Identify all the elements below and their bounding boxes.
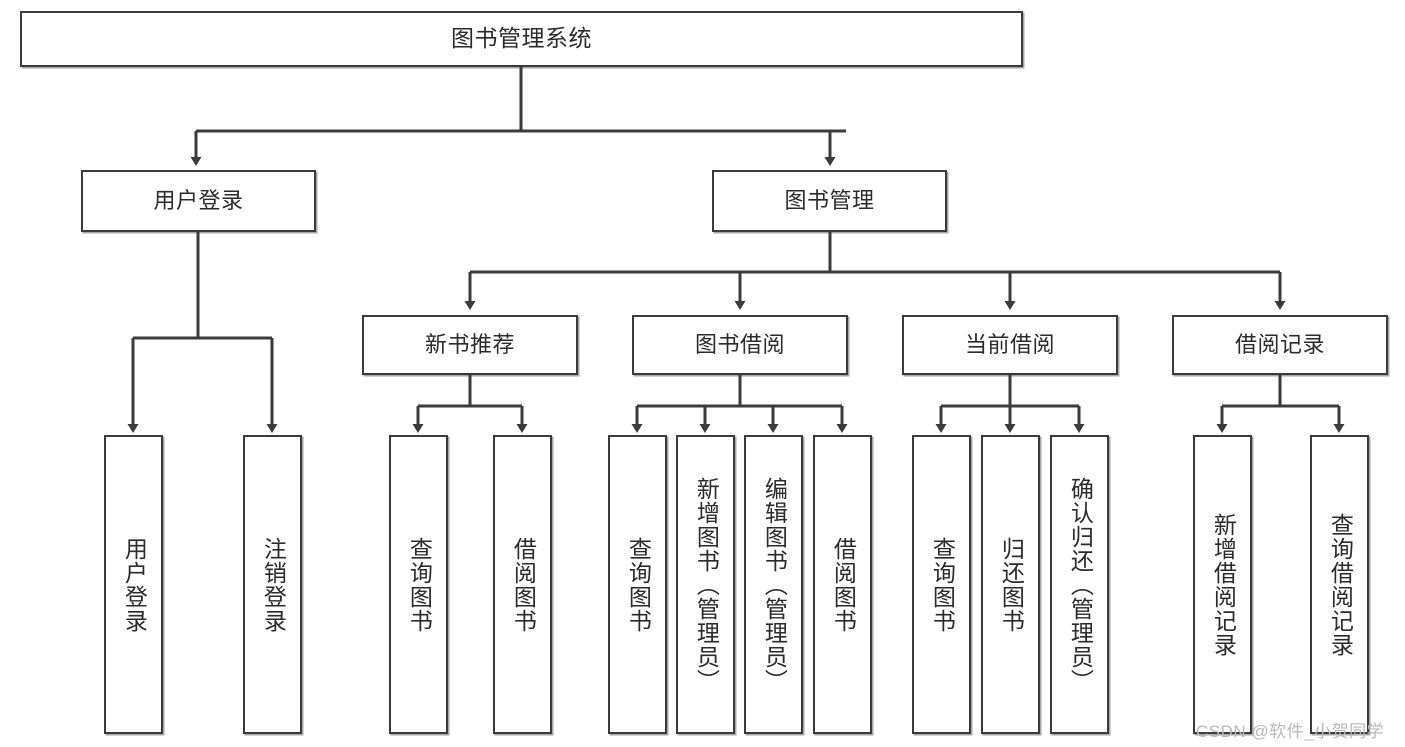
node-current-borrow[interactable]: 当前借阅 xyxy=(902,315,1118,375)
node-book-manage-label: 图书管理 xyxy=(784,187,875,213)
node-leaf-user-login-label: 用户登录 xyxy=(121,536,148,633)
node-borrow-record[interactable]: 借阅记录 xyxy=(1172,315,1388,375)
node-user-login-label: 用户登录 xyxy=(153,187,244,213)
node-leaf-query-book-3[interactable]: 查询图书 xyxy=(912,435,971,734)
node-leaf-edit-book[interactable]: 编辑图书（管理员） xyxy=(744,435,803,734)
node-leaf-add-record-label: 新增借阅记录 xyxy=(1210,512,1237,657)
node-leaf-logout-login-label: 注销登录 xyxy=(260,536,287,633)
node-leaf-query-record[interactable]: 查询借阅记录 xyxy=(1310,435,1369,734)
node-root[interactable]: 图书管理系统 xyxy=(20,11,1023,67)
node-leaf-confirm-return[interactable]: 确认归还（管理员） xyxy=(1050,435,1109,734)
node-leaf-confirm-return-label: 确认归还（管理员） xyxy=(1067,476,1094,693)
node-borrow-record-label: 借阅记录 xyxy=(1234,331,1325,357)
node-book-borrow[interactable]: 图书借阅 xyxy=(632,315,848,375)
node-book-borrow-label: 图书借阅 xyxy=(694,331,785,357)
node-leaf-edit-book-label: 编辑图书（管理员） xyxy=(761,476,788,693)
node-book-manage[interactable]: 图书管理 xyxy=(712,170,947,232)
node-leaf-return-book[interactable]: 归还图书 xyxy=(981,435,1040,734)
node-leaf-user-login[interactable]: 用户登录 xyxy=(104,435,163,734)
node-leaf-return-book-label: 归还图书 xyxy=(998,536,1025,633)
node-leaf-add-book[interactable]: 新增图书（管理员） xyxy=(676,435,735,734)
node-leaf-query-book-1-label: 查询图书 xyxy=(406,536,433,633)
node-leaf-add-record[interactable]: 新增借阅记录 xyxy=(1193,435,1252,734)
node-leaf-borrow-book-1[interactable]: 借阅图书 xyxy=(493,435,552,734)
node-leaf-logout-login[interactable]: 注销登录 xyxy=(243,435,302,734)
node-root-label: 图书管理系统 xyxy=(451,25,592,52)
node-leaf-query-record-label: 查询借阅记录 xyxy=(1327,512,1354,657)
node-leaf-query-book-2[interactable]: 查询图书 xyxy=(608,435,667,734)
node-leaf-query-book-3-label: 查询图书 xyxy=(929,536,956,633)
node-leaf-query-book-2-label: 查询图书 xyxy=(625,536,652,633)
node-new-book-recommend[interactable]: 新书推荐 xyxy=(362,315,578,375)
node-current-borrow-label: 当前借阅 xyxy=(964,331,1055,357)
watermark: CSDN @软件_小贺同学 xyxy=(1196,722,1385,741)
node-leaf-borrow-book-2[interactable]: 借阅图书 xyxy=(813,435,872,734)
node-leaf-query-book-1[interactable]: 查询图书 xyxy=(389,435,448,734)
node-leaf-borrow-book-2-label: 借阅图书 xyxy=(830,536,857,633)
node-user-login[interactable]: 用户登录 xyxy=(81,170,316,232)
node-leaf-borrow-book-1-label: 借阅图书 xyxy=(510,536,537,633)
node-leaf-add-book-label: 新增图书（管理员） xyxy=(693,476,720,693)
node-new-book-recommend-label: 新书推荐 xyxy=(424,331,515,357)
